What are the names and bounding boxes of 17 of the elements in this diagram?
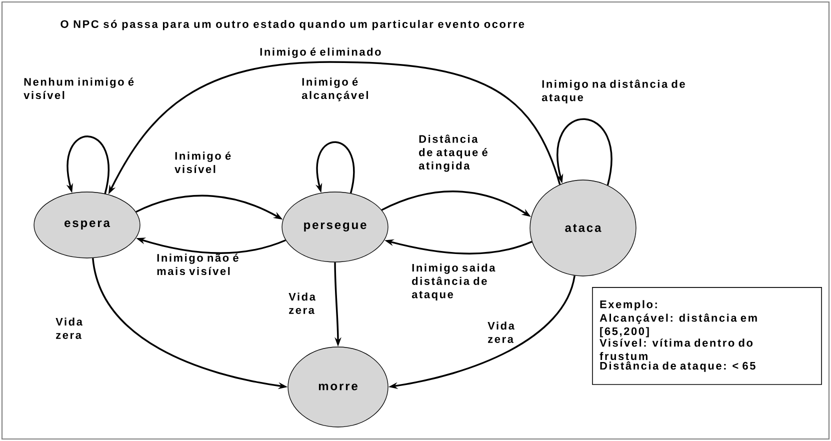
edge-label: Vida zera <box>488 322 514 343</box>
edge-label: Distância de ataque é atingida <box>418 134 488 172</box>
edge-label: Vida zera <box>56 318 82 339</box>
note-line: Visível: vítima dentro do frustum <box>600 338 753 360</box>
note-box <box>592 287 822 385</box>
edge-label: Nenhum inimigo é visível <box>24 78 134 100</box>
edge-label: Inimigo é eliminado <box>260 48 381 58</box>
edge-label: Inimigo é visível <box>174 152 231 174</box>
edge-label: Inimigo não é mais visível <box>157 254 238 276</box>
note-line: Alcançável: distância em [65,200] <box>600 314 757 338</box>
edge-label: Vida zera <box>288 292 316 314</box>
note-line: Exemplo: <box>600 300 657 310</box>
edge-label: Inimigo saida distância de ataque <box>412 264 496 300</box>
edge-label: Inimigo na distância de ataque <box>542 80 685 104</box>
edge-label: Inimigo é alcançável <box>302 78 368 102</box>
title: O NPC só passa para um outro estado quando um particular evento ocorre <box>60 20 524 30</box>
note-line: Distância de ataque: < 65 <box>600 361 756 372</box>
